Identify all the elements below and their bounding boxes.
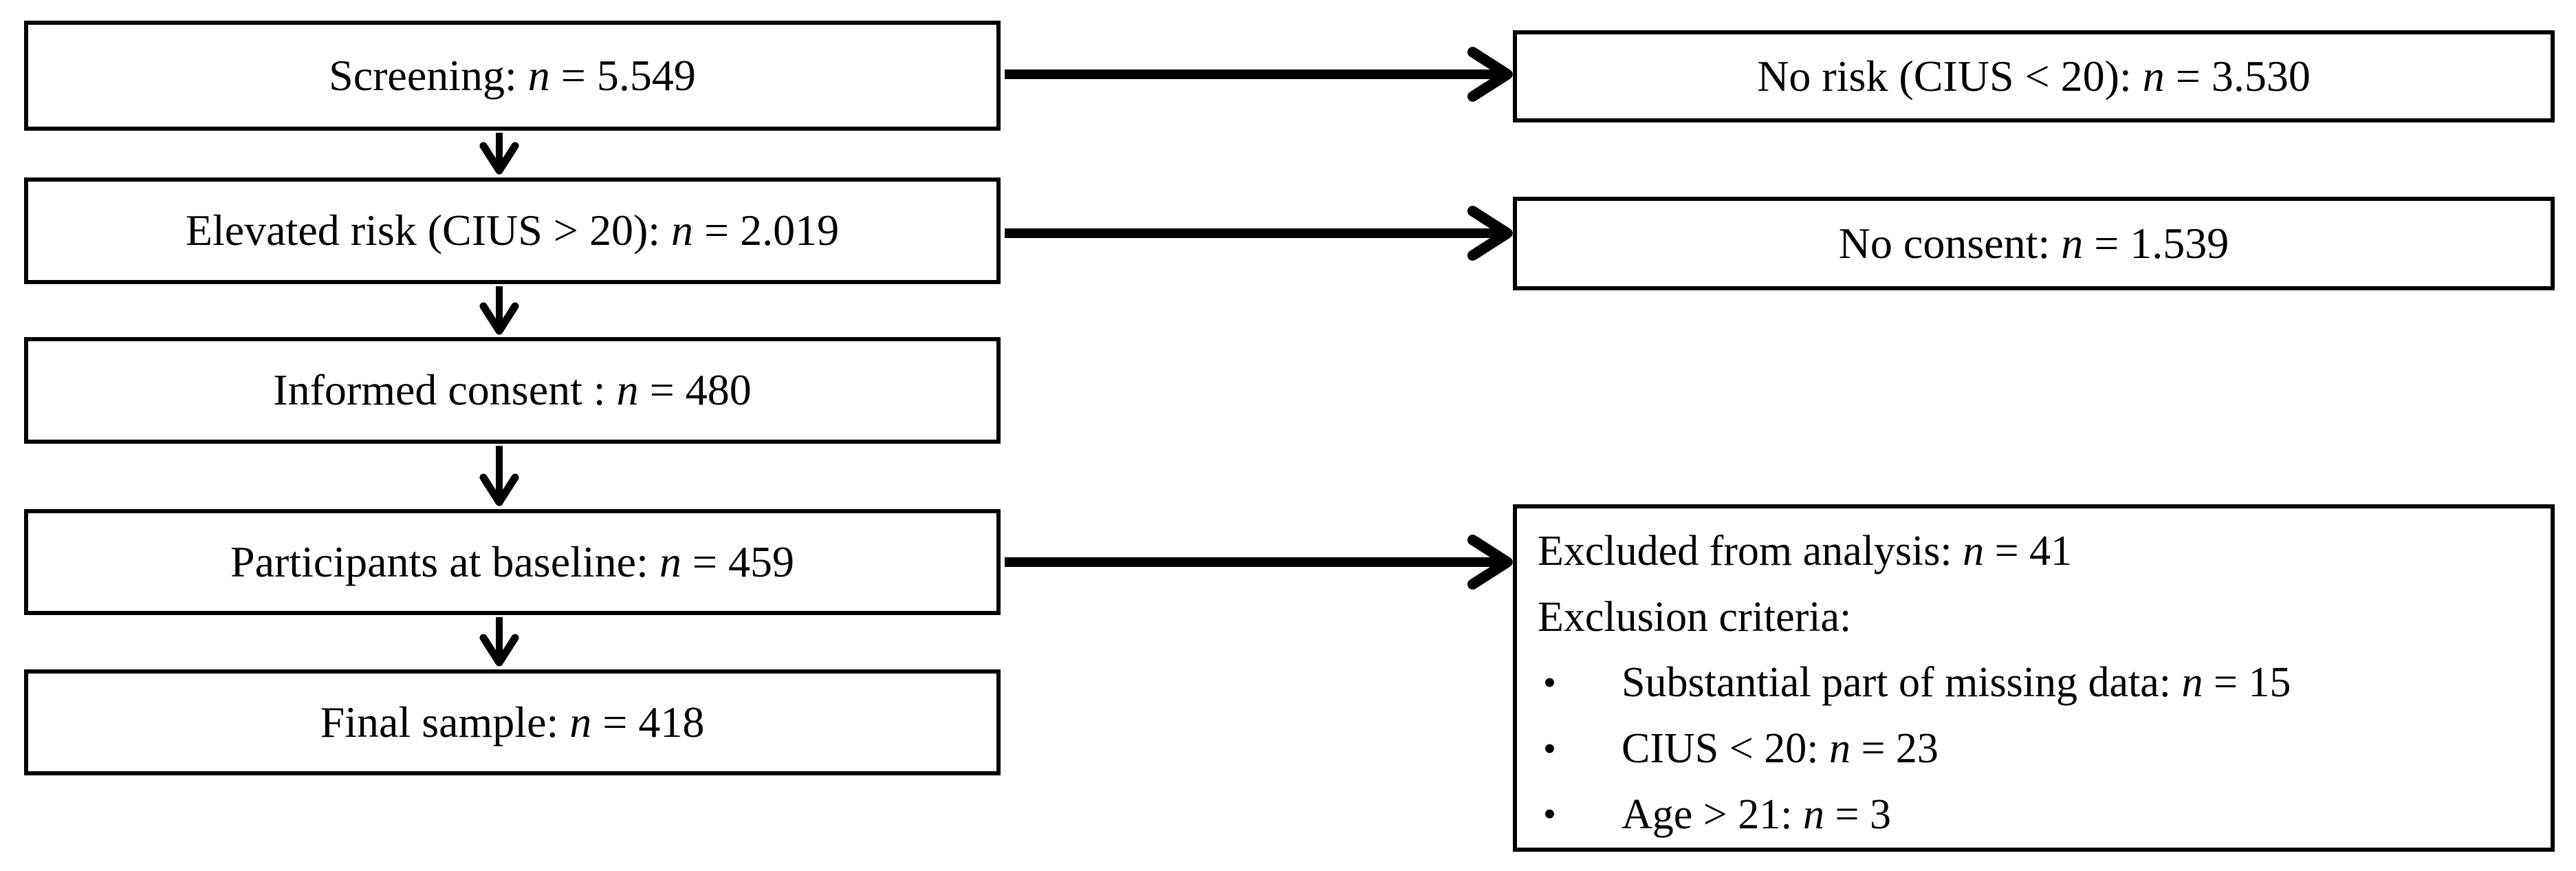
box-excluded-from-analysis: Excluded from analysis: n = 41 Exclusion… — [1513, 504, 2555, 852]
bullet-text: Substantial part of missing data: n = 15 — [1622, 659, 2291, 706]
n-symbol: n — [569, 697, 592, 746]
bullet-icon: • — [1543, 727, 1556, 769]
n-symbol: n — [2142, 51, 2165, 100]
box-informed-consent-text: Informed consent : n = 480 — [273, 366, 752, 414]
text-prefix: Informed consent : — [273, 365, 617, 415]
bullet-cius-under-20: • CIUS < 20: n = 23 — [1538, 716, 2530, 782]
box-elevated-risk: Elevated risk (CIUS > 20): n = 2.019 — [24, 178, 1001, 284]
box-final-sample: Final sample: n = 418 — [24, 669, 1001, 775]
box-elevated-risk-text: Elevated risk (CIUS > 20): n = 2.019 — [186, 206, 839, 255]
box-final-sample-text: Final sample: n = 418 — [320, 698, 705, 746]
n-symbol: n — [1829, 725, 1851, 773]
text-value: = 41 — [1984, 527, 2073, 574]
bullet-icon: • — [1543, 661, 1556, 703]
text-value: = 5.549 — [549, 50, 696, 100]
text-value: = 3.530 — [2164, 51, 2311, 100]
text-prefix: Screening: — [329, 50, 528, 100]
text-prefix: Excluded from analysis: — [1538, 527, 1963, 574]
box-screening-text: Screening: n = 5.549 — [329, 50, 696, 100]
text-value: = 418 — [591, 697, 705, 746]
n-symbol: n — [1802, 791, 1824, 838]
exclusion-criteria-line: Exclusion criteria: — [1538, 584, 2530, 650]
text-value: = 2.019 — [693, 206, 840, 255]
n-symbol: n — [2061, 218, 2084, 268]
bullet-age-over-21: • Age > 21: n = 3 — [1538, 782, 2530, 848]
text-prefix: Elevated risk (CIUS > 20): — [185, 206, 672, 255]
box-participants-baseline-text: Participants at baseline: n = 459 — [230, 537, 794, 586]
box-informed-consent: Informed consent : n = 480 — [24, 337, 1001, 444]
bullet-icon: • — [1543, 793, 1556, 835]
box-no-consent: No consent: n = 1.539 — [1513, 197, 2555, 290]
n-symbol: n — [659, 537, 681, 586]
text-prefix: No risk (CIUS < 20): — [1757, 51, 2143, 100]
text-prefix: CIUS < 20: — [1622, 725, 1829, 773]
box-screening: Screening: n = 5.549 — [24, 21, 1001, 131]
n-symbol: n — [1963, 527, 1985, 574]
bullet-text: CIUS < 20: n = 23 — [1622, 725, 1939, 772]
text-value: = 1.539 — [2083, 218, 2229, 268]
text-prefix: No consent: — [1838, 218, 2062, 268]
text-value: = 480 — [638, 365, 752, 415]
box-no-consent-text: No consent: n = 1.539 — [1839, 219, 2229, 268]
box-participants-baseline: Participants at baseline: n = 459 — [24, 509, 1001, 615]
bullet-text: Age > 21: n = 3 — [1622, 791, 1891, 838]
text-value: = 3 — [1824, 791, 1891, 838]
n-symbol: n — [616, 365, 639, 415]
box-no-risk-text: No risk (CIUS < 20): n = 3.530 — [1757, 52, 2311, 100]
text-label: Exclusion criteria: — [1538, 593, 1852, 641]
text-value: = 23 — [1850, 725, 1939, 773]
n-symbol: n — [671, 206, 694, 255]
text-prefix: Age > 21: — [1622, 791, 1803, 838]
text-value: = 15 — [2203, 659, 2291, 707]
box-no-risk: No risk (CIUS < 20): n = 3.530 — [1513, 30, 2555, 122]
text-prefix: Participants at baseline: — [230, 537, 659, 586]
text-prefix: Final sample: — [320, 697, 570, 746]
excluded-line: Excluded from analysis: n = 41 — [1538, 518, 2530, 584]
n-symbol: n — [527, 50, 550, 100]
bullet-missing-data: • Substantial part of missing data: n = … — [1538, 650, 2530, 716]
text-value: = 459 — [681, 537, 794, 586]
n-symbol: n — [2181, 659, 2203, 707]
text-prefix: Substantial part of missing data: — [1622, 659, 2182, 707]
